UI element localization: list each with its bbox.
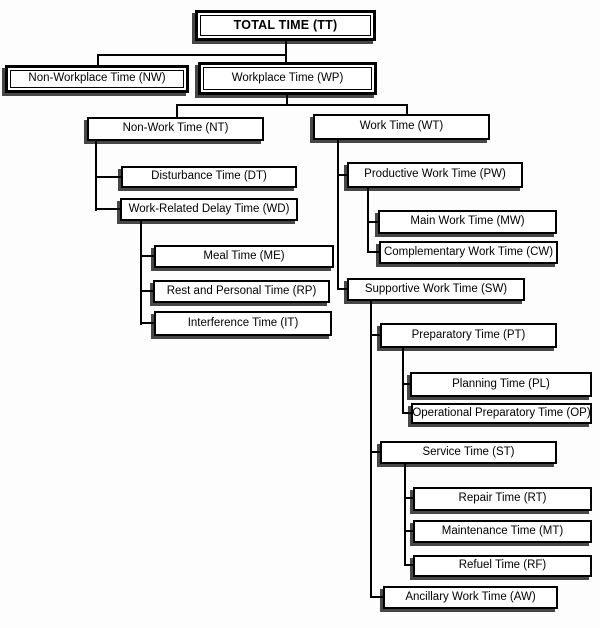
connector-wp-to-wt bbox=[406, 104, 408, 115]
connector-wt-to-pw bbox=[337, 174, 348, 176]
node-repair-time: Repair Time (RT) bbox=[413, 487, 592, 511]
connector-st-to-rt bbox=[404, 497, 414, 499]
connector-wp-branch bbox=[176, 104, 408, 106]
connector-wt-to-sw bbox=[337, 288, 348, 290]
connector-wt-stem bbox=[337, 140, 339, 290]
connector-wd-to-me bbox=[140, 255, 155, 257]
node-workplace-time: Workplace Time (WP) bbox=[198, 62, 377, 95]
connector-pw-stem bbox=[367, 188, 369, 253]
node-preparatory-time: Preparatory Time (PT) bbox=[380, 323, 557, 348]
node-productive-work-time: Productive Work Time (PW) bbox=[347, 162, 523, 188]
connector-wd-to-rp bbox=[140, 290, 154, 292]
connector-pt-to-op bbox=[402, 412, 412, 414]
node-main-work-time: Main Work Time (MW) bbox=[378, 210, 557, 234]
node-supportive-work-time: Supportive Work Time (SW) bbox=[347, 278, 525, 301]
connector-sw-to-st bbox=[370, 451, 381, 453]
connector-pt-to-pl bbox=[402, 383, 411, 385]
node-operational-preparatory-time: Operational Preparatory Time (OP) bbox=[411, 403, 592, 424]
connector-st-to-rf bbox=[404, 564, 414, 566]
connector-nt-to-dt bbox=[95, 176, 122, 178]
node-planning-time: Planning Time (PL) bbox=[410, 372, 592, 397]
connector-wp-to-nt bbox=[176, 104, 178, 118]
connector-tt-branch bbox=[97, 54, 287, 56]
connector-pt-stem bbox=[402, 348, 404, 414]
node-interference-time: Interference Time (IT) bbox=[154, 311, 332, 336]
connector-st-to-mt bbox=[404, 530, 414, 532]
connector-sw-stem bbox=[370, 301, 372, 598]
node-meal-time: Meal Time (ME) bbox=[154, 245, 334, 268]
connector-tt-to-nw bbox=[97, 54, 99, 66]
connector-sw-to-pt bbox=[370, 334, 381, 336]
node-total-time: TOTAL TIME (TT) bbox=[195, 10, 376, 41]
node-non-workplace-time: Non-Workplace Time (NW) bbox=[5, 65, 189, 93]
node-ancillary-work-time: Ancillary Work Time (AW) bbox=[383, 586, 558, 609]
node-service-time: Service Time (ST) bbox=[380, 441, 557, 464]
connector-st-stem bbox=[404, 464, 406, 566]
connector-nt-to-wd bbox=[95, 208, 121, 210]
node-work-time: Work Time (WT) bbox=[313, 114, 490, 140]
node-non-work-time: Non-Work Time (NT) bbox=[87, 117, 264, 141]
connector-sw-to-aw bbox=[370, 596, 384, 598]
node-rest-and-personal-time: Rest and Personal Time (RP) bbox=[153, 280, 330, 303]
node-complementary-work-time: Complementary Work Time (CW) bbox=[379, 241, 558, 264]
connector-pw-to-mw bbox=[367, 221, 379, 223]
node-maintenance-time: Maintenance Time (MT) bbox=[413, 520, 592, 543]
node-disturbance-time: Disturbance Time (DT) bbox=[121, 166, 297, 188]
connector-pw-to-cw bbox=[367, 251, 380, 253]
connector-wp-stem bbox=[286, 95, 288, 106]
node-refuel-time: Refuel Time (RF) bbox=[413, 555, 592, 577]
connector-wd-stem bbox=[140, 221, 142, 325]
node-work-related-delay-time: Work-Related Delay Time (WD) bbox=[120, 198, 298, 221]
connector-wd-to-it bbox=[140, 322, 155, 324]
connector-tt-stem bbox=[285, 41, 287, 63]
